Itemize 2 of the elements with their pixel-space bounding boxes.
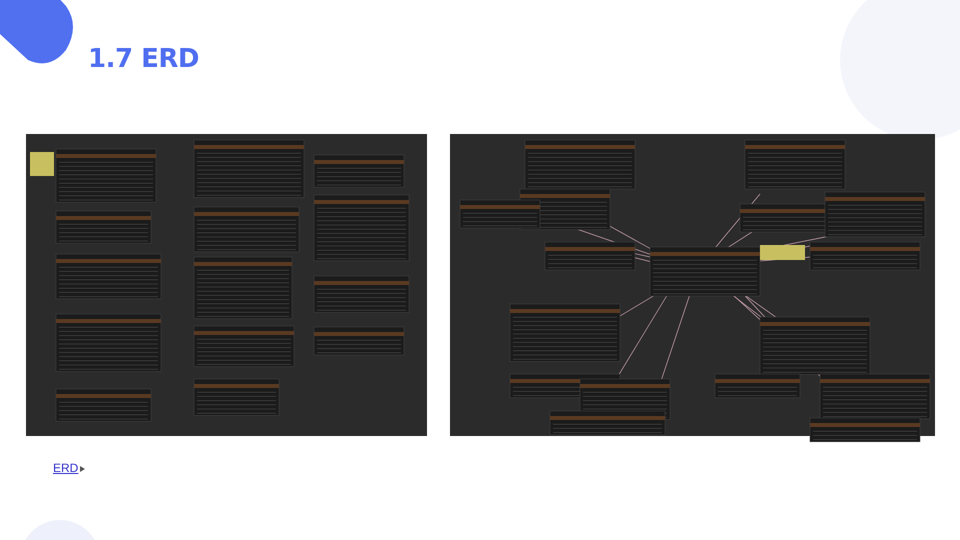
erd-link: ERD bbox=[53, 461, 78, 475]
slide-title: 1.7 ERD bbox=[88, 44, 199, 74]
